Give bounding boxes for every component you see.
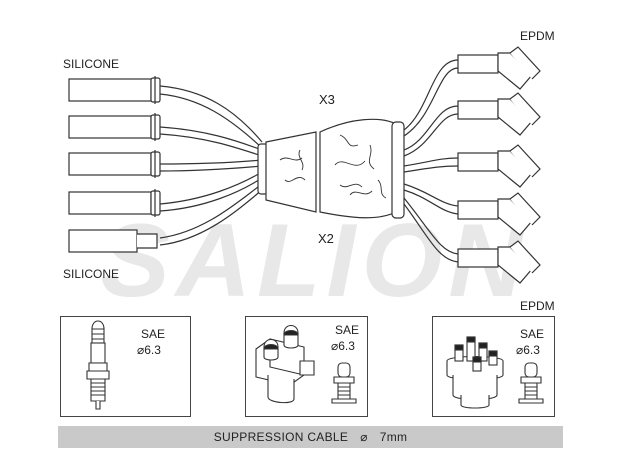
cable-loom (257, 118, 405, 219)
footer-size: 7mm (379, 430, 408, 444)
terminal-panel-distributor: SAE ⌀6.3 (432, 316, 555, 417)
diameter-label-2: ⌀6.3 (331, 339, 355, 353)
distributor-cap-icon (446, 336, 544, 409)
footer-diameter-symbol: ⌀ (360, 430, 368, 444)
sae-label-2: SAE (335, 323, 360, 337)
right-wires (403, 59, 459, 263)
x2-multiplier: X2 (318, 231, 334, 246)
diameter-label-1: ⌀6.3 (137, 343, 161, 357)
silicone-label-top: SILICONE (63, 57, 120, 71)
terminal-panel-spark-plug: SAE ⌀6.3 (60, 316, 191, 417)
x3-multiplier: X3 (319, 92, 335, 107)
diameter-label-3: ⌀6.3 (516, 343, 540, 357)
epdm-label-bottom: EPDM (520, 299, 555, 313)
cable-set-drawing (68, 46, 541, 284)
sae-label-1: SAE (141, 327, 166, 341)
left-boots (68, 76, 161, 253)
suppression-cable-bar: SUPPRESSION CABLE ⌀ 7mm (58, 426, 563, 448)
footer-text: SUPPRESSION CABLE (213, 430, 349, 444)
spark-plug-icon (86, 320, 110, 410)
silicone-label-bottom: SILICONE (63, 267, 120, 281)
terminal-panel-coil: SAE ⌀6.3 (245, 316, 368, 417)
sae-label-3: SAE (520, 327, 545, 341)
watermark-logo: SALION (101, 208, 530, 308)
right-boots (457, 46, 541, 284)
left-wires (159, 85, 263, 246)
epdm-label-top: EPDM (520, 29, 555, 43)
coil-terminal-icon (255, 324, 357, 404)
watermark-text: SALION (101, 208, 530, 308)
